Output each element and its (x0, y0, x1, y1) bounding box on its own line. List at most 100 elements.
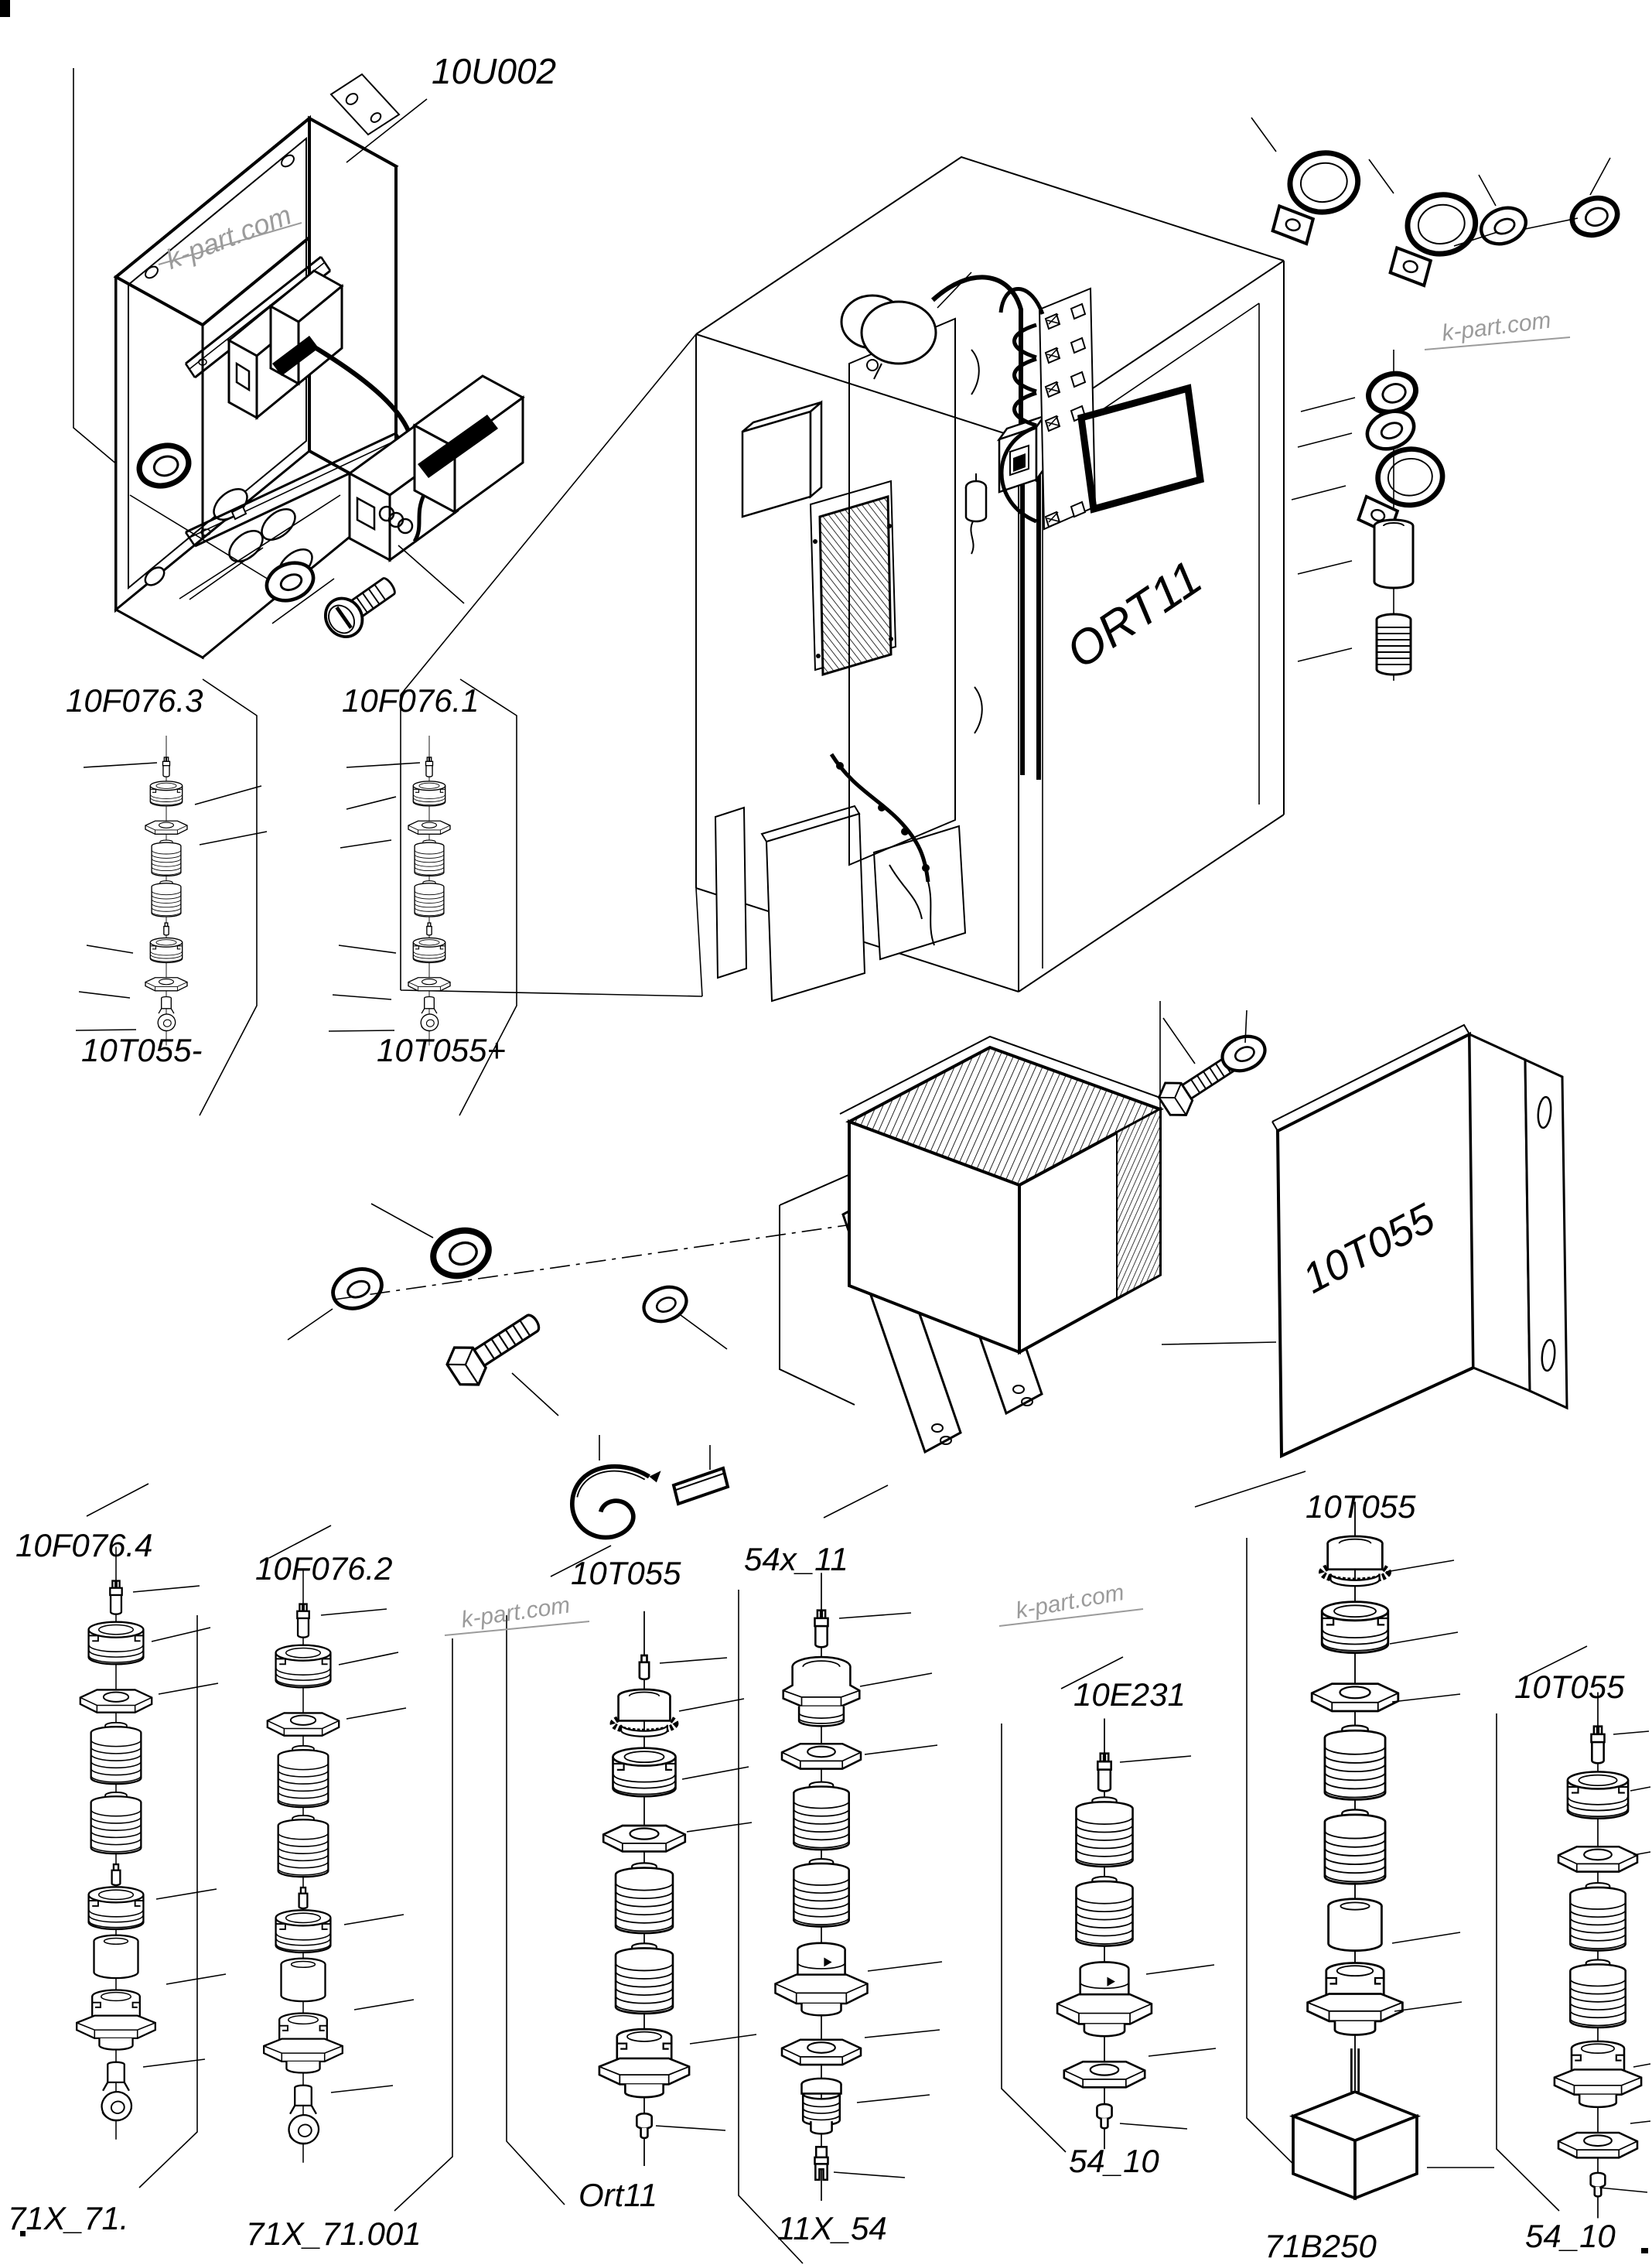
heater-unit (809, 480, 897, 676)
label-ort-top: 10T055 (571, 1555, 681, 1591)
contact-pin (162, 757, 171, 777)
cable-gland (1320, 1601, 1390, 1655)
hex-locknut (266, 1712, 340, 1737)
cable-tie-set (572, 1435, 729, 1538)
hex-locknut (1557, 1845, 1639, 1873)
cable-gland (1566, 1771, 1630, 1819)
corrugated-boot (614, 1862, 674, 1935)
corrugated-boot (151, 880, 182, 917)
corrugated-boot (614, 1942, 674, 2015)
mini-pin (638, 1654, 650, 1681)
mini-pin (426, 922, 432, 936)
terminal-cube (1292, 2090, 1418, 2200)
svg-text:k-part.com: k-part.com (459, 1592, 572, 1632)
exploded-column-10f076-2 (263, 1570, 415, 2163)
group-frames (73, 68, 1588, 2264)
gland-hex-flange (76, 1989, 156, 2051)
ferrule-tip (636, 2112, 653, 2140)
cable-gland (149, 781, 183, 807)
p-clip (1261, 148, 1367, 249)
cabinet-assembly: ORT11 (400, 155, 1285, 1003)
hex-locknut (602, 1824, 687, 1853)
enclosure-assembly (113, 73, 428, 660)
flat-washer (327, 1262, 387, 1316)
connector-hex-nut (1056, 1961, 1153, 2038)
corner-mark-bottom-right (1641, 2248, 1648, 2253)
clamp-set (1251, 117, 1622, 291)
threaded-stud (1375, 613, 1412, 676)
label-e231-top: 10E231 (1073, 1676, 1186, 1713)
corrugated-boot (277, 1744, 329, 1809)
corrugated-boot (1569, 1959, 1626, 2029)
corrugated-boot (414, 839, 445, 877)
exploded-column-71b250 (1292, 1501, 1494, 2200)
cable-gland (612, 1747, 677, 1798)
cable-gland (149, 937, 183, 964)
lock-nut (428, 1224, 495, 1283)
mounting-ear (329, 73, 401, 136)
hex-locknut (145, 977, 188, 992)
slotted-screw (318, 568, 403, 644)
hex-locknut (780, 2038, 862, 2066)
flat-washer (639, 1281, 691, 1327)
ferrule-tip (1589, 2171, 1606, 2198)
corrugated-boot (277, 1814, 329, 1878)
din-rail-sub-assembly (129, 374, 525, 644)
label-ort-bottom: Ort11 (579, 2177, 657, 2213)
label-f2-top: 10F076.2 (255, 1550, 392, 1587)
gland-hex-flange (263, 2012, 343, 2074)
mount-flange (1524, 1057, 1568, 1410)
label-f4-top: 10F076.4 (15, 1527, 152, 1563)
interior-junction-box (741, 400, 823, 518)
exploded-column-10f076-4 (76, 1546, 227, 2140)
cable-gland (275, 1909, 332, 1954)
label-b250-top: 10T055 (1306, 1488, 1416, 1525)
hex-locknut (780, 1742, 862, 1770)
circuit-breaker-modules (227, 269, 344, 421)
corrugated-boot (90, 1721, 142, 1785)
corrugated-boot (793, 1857, 850, 1928)
ring-terminal-lug (285, 2084, 323, 2148)
wallbox-assembly: 10T055 (1152, 1010, 1568, 1459)
contact-pin (814, 1609, 829, 1648)
label-r54-bottom: 54_10 (1525, 2218, 1616, 2254)
connector-hex-nut (774, 1942, 869, 2017)
contact-pin (425, 757, 434, 777)
ring-terminal-lug (418, 996, 441, 1033)
hex-locknut (1310, 1683, 1400, 1713)
corrugated-boot (1323, 1809, 1387, 1885)
corrugated-boot (90, 1791, 142, 1855)
label-f1-top: 10F076.1 (342, 682, 479, 719)
label-f3-bottom: 10T055- (81, 1032, 202, 1068)
mini-pin (298, 1886, 309, 1910)
exploded-column-54x11 (774, 1573, 943, 2202)
gland-hex-flange (1306, 1962, 1404, 2036)
contact-pin (1590, 1725, 1606, 1765)
watermark: k-part.com (1424, 308, 1571, 350)
contact-pin (1096, 1752, 1113, 1792)
cable-gland (87, 1886, 145, 1931)
corrugated-boot (1323, 1724, 1387, 1801)
terminal-breaker-block (347, 374, 525, 562)
flat-washer (1476, 201, 1531, 250)
hex-bolt (440, 1300, 550, 1395)
cable-gland (87, 1621, 145, 1665)
cable-gland (412, 781, 446, 807)
exploded-column-54-10-right (1553, 1692, 1651, 2219)
ring-terminal-lug (97, 2061, 136, 2125)
corrugated-boot (1569, 1881, 1626, 1952)
cable-run (930, 275, 1023, 430)
spacer-cylinder (1373, 518, 1415, 589)
leaning-plate (872, 825, 967, 961)
cable-gland (412, 937, 446, 964)
p-clip (1378, 190, 1485, 291)
mini-pin (163, 922, 169, 936)
marker-sleeve (672, 1467, 729, 1505)
cable-tie (572, 1467, 661, 1538)
exploded-column-10f076-3 (75, 735, 268, 1046)
label-b250-bottom: 71B250 (1265, 2228, 1377, 2264)
door-connector (964, 473, 988, 555)
exploded-column-10f076-1 (328, 735, 451, 1046)
label-enclosure: 10U002 (432, 51, 556, 91)
